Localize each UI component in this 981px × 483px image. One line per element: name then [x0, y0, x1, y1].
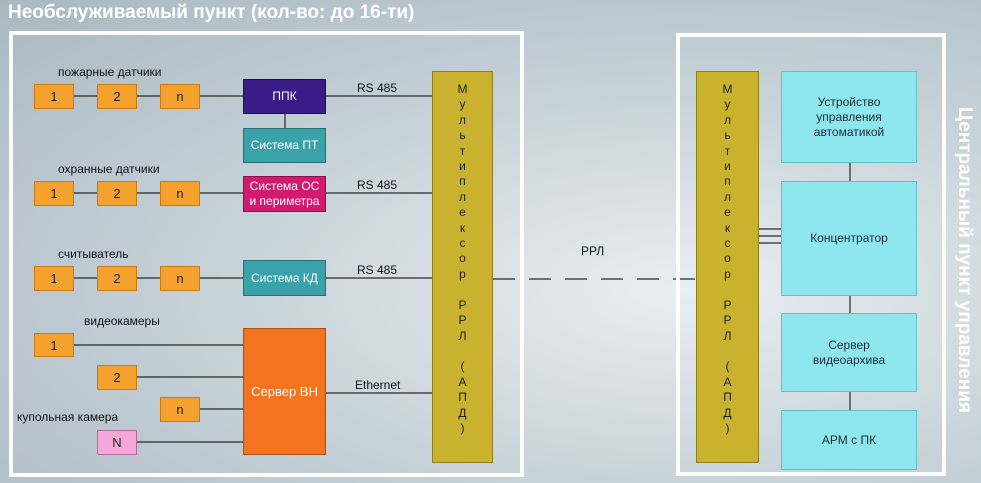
left-multiplexer-label: М у л ь т и п л е к с о р Р Р Л ( А П Д …	[457, 82, 468, 435]
right-multiplexer-label: М у л ь т и п л е к с о р Р Р Л ( А П Д …	[722, 82, 733, 435]
rrl-link-label: РРЛ	[581, 244, 605, 258]
cameras-label: видеокамеры	[84, 314, 160, 328]
fire-extinguish-system-box: Система ПТ	[243, 128, 326, 163]
reader-n: n	[160, 266, 200, 291]
right-site-title: Центральный пункт управления	[954, 107, 975, 413]
fire-sensor-n: n	[160, 84, 200, 109]
dome-camera-n: N	[97, 430, 137, 455]
arm-workstation-box: АРМ с ПК	[781, 410, 917, 470]
left-multiplexer: М у л ь т и п л е к с о р Р Р Л ( А П Д …	[432, 71, 493, 463]
video-archive-server-box: Сервер видеоархива	[781, 313, 917, 392]
security-sensors-label: охранные датчики	[58, 162, 160, 176]
left-site-title: Необслуживаемый пункт (кол-во: до 16-ти)	[8, 2, 415, 23]
camera-1: 1	[34, 333, 74, 357]
access-control-system-box: Система КД	[243, 260, 326, 296]
right-multiplexer: М у л ь т и п л е к с о р Р Р Л ( А П Д …	[696, 71, 759, 463]
security-perimeter-system-box: Система ОС и периметра	[243, 176, 326, 212]
rs485-label-1: RS 485	[357, 81, 398, 95]
security-sensor-n: n	[160, 181, 200, 206]
reader-2: 2	[97, 266, 137, 291]
video-server-box: Сервер ВН	[243, 328, 326, 455]
ethernet-label: Ethernet	[355, 378, 401, 392]
central-site-frame	[676, 33, 946, 476]
reader-1: 1	[34, 266, 74, 291]
camera-n: n	[160, 397, 200, 422]
right-site-title-container: Центральный пункт управления	[952, 50, 976, 470]
reader-label: считыватель	[58, 247, 129, 261]
rs485-label-3: RS 485	[357, 263, 398, 277]
fire-sensor-2: 2	[97, 84, 137, 109]
ppk-box: ППК	[243, 79, 326, 114]
concentrator-box: Концентратор	[781, 181, 917, 296]
fire-sensors-label: пожарные датчики	[58, 65, 162, 79]
dome-camera-label: купольная камера	[17, 410, 119, 424]
unmanned-site-frame	[9, 31, 524, 477]
rs485-label-2: RS 485	[357, 178, 398, 192]
security-sensor-1: 1	[34, 181, 74, 206]
camera-2: 2	[97, 365, 137, 390]
automation-control-box: Устройство управления автоматикой	[781, 71, 917, 163]
fire-sensor-1: 1	[34, 84, 74, 109]
security-sensor-2: 2	[97, 181, 137, 206]
